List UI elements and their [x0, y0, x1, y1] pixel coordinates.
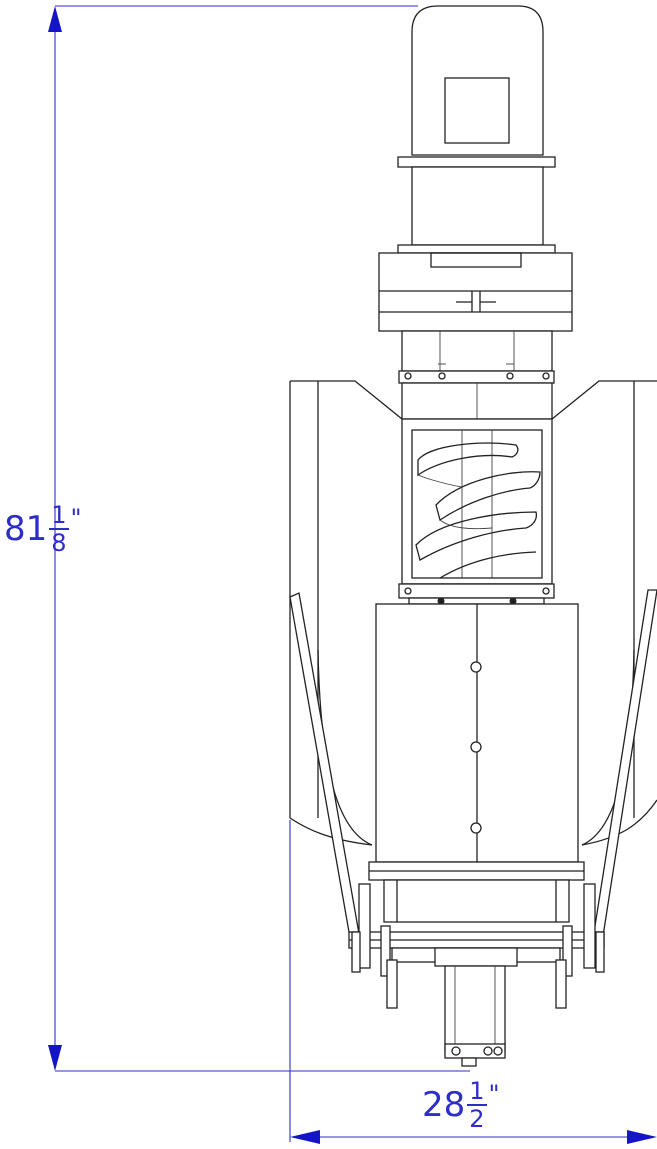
width-arrow-left	[290, 1130, 320, 1144]
width-arrow-right	[627, 1130, 657, 1144]
motor	[397, 5, 556, 254]
width-denominator: 2	[469, 1105, 485, 1133]
height-dimension	[48, 5, 470, 1072]
height-whole: 81	[4, 509, 48, 549]
auger-screw	[415, 430, 541, 579]
width-whole: 28	[422, 1085, 466, 1125]
auger-window	[401, 382, 553, 585]
width-unit: "	[488, 1080, 500, 1108]
height-unit: "	[70, 504, 82, 532]
flange-plate	[398, 363, 555, 384]
base-assembly	[348, 861, 605, 1009]
width-dimension	[289, 820, 657, 1144]
height-numerator: 1	[49, 501, 69, 530]
height-denominator: 8	[51, 529, 67, 557]
discharge-spout	[444, 965, 506, 1067]
height-arrow-top	[48, 6, 62, 32]
lower-flange	[398, 583, 555, 605]
width-numerator: 1	[467, 1077, 487, 1106]
gearbox	[378, 252, 573, 372]
height-arrow-bottom	[48, 1045, 62, 1071]
chute-housing	[375, 603, 579, 863]
